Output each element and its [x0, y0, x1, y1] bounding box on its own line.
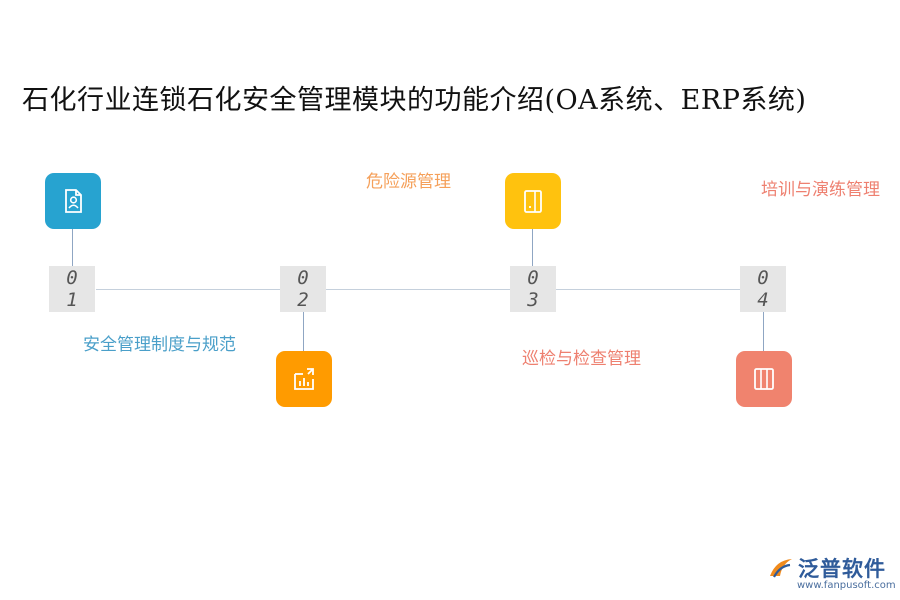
timeline-line	[96, 289, 742, 290]
columns-icon	[754, 368, 774, 390]
step-1-label: 安全管理制度与规范	[83, 335, 236, 355]
tablet-icon	[524, 190, 542, 213]
step-2-connector	[303, 312, 304, 351]
step-1-connector	[72, 229, 73, 266]
step-3-icon-box	[505, 173, 561, 229]
page-title: 石化行业连锁石化安全管理模块的功能介绍(OA系统、ERP系统)	[22, 85, 807, 116]
step-4-icon-box	[736, 351, 792, 407]
logo-url: www.fanpusoft.com	[797, 580, 896, 591]
logo-name: 泛普软件	[798, 557, 886, 581]
step-1-icon-box	[45, 173, 101, 229]
step-4-label: 培训与演练管理	[761, 180, 880, 200]
step-4-connector	[763, 312, 764, 351]
logo-mark-icon	[770, 559, 792, 578]
brand-logo: 泛普软件	[768, 553, 886, 583]
step-2-label: 危险源管理	[366, 172, 451, 192]
step-2-icon-box	[276, 351, 332, 407]
chart-export-icon	[294, 368, 314, 390]
step-3-label: 巡检与检查管理	[522, 349, 641, 369]
step-3-connector	[532, 229, 533, 266]
document-user-icon	[65, 189, 82, 213]
